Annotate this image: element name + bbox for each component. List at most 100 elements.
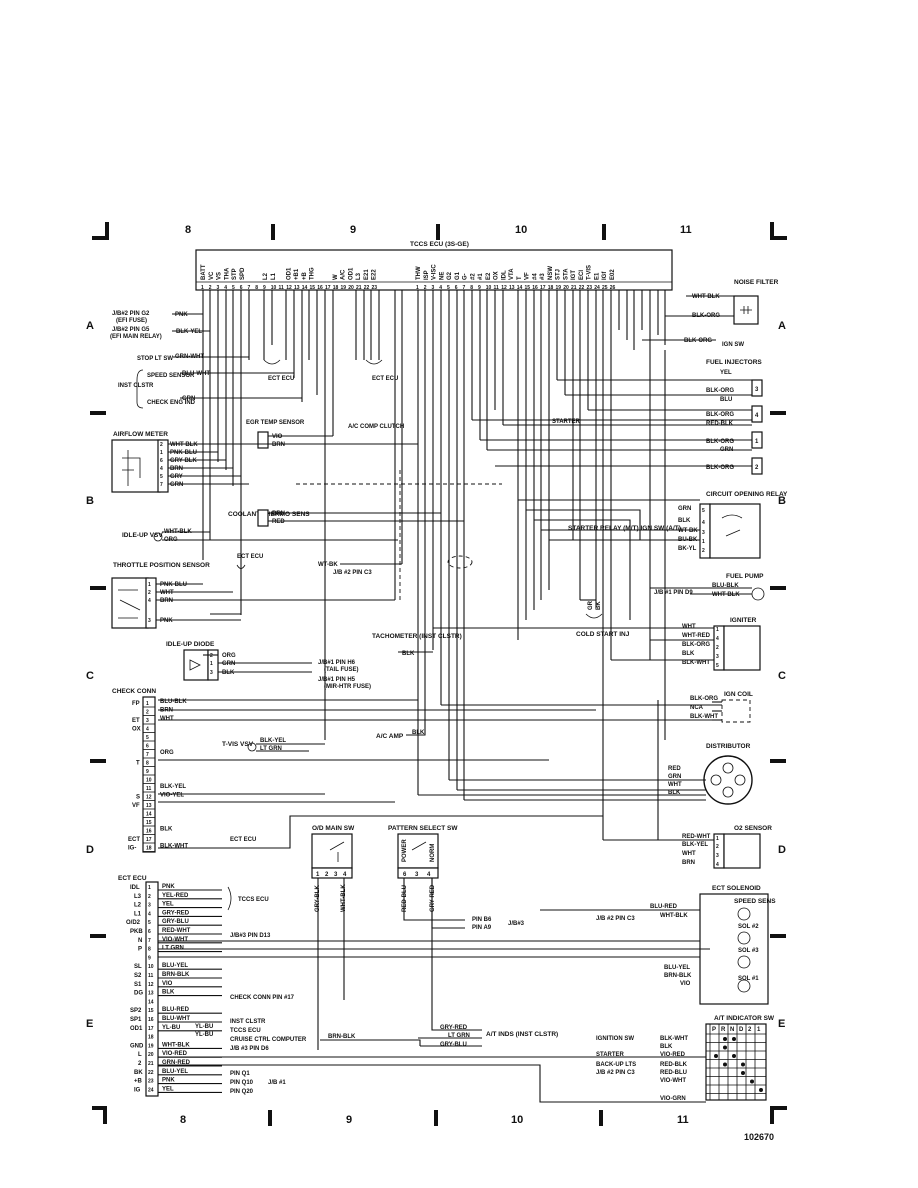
ect-tccs-ecu2: TCCS ECU	[230, 1028, 261, 1034]
ign-sw-label: IGN SW	[722, 342, 744, 348]
ect-pin-q20: PIN Q20	[230, 1089, 254, 1095]
dist-wire-label: WHT	[668, 782, 682, 788]
grid-col-10: 10	[515, 224, 527, 236]
ect-pin: 23	[148, 1079, 154, 1085]
ect-pin: 16	[148, 1017, 154, 1023]
at-ind-wire-2: LT GRN	[448, 1033, 470, 1039]
wire-blu-wht-label: BLU-WHT	[182, 371, 210, 377]
diode-target-2: (TAIL FUSE)	[324, 667, 358, 673]
sol-3: SOL #3	[738, 948, 759, 954]
ect-yl-bu-2: YL-BU	[195, 1032, 213, 1038]
ect-row-label: N	[138, 938, 142, 944]
diode-target-3: J/B#1 PIN H5	[318, 677, 356, 683]
check-conn-wire: VIO-YEL	[160, 793, 184, 799]
ecu-pin-label-a: OD1	[348, 267, 354, 280]
wt-bk-label: WT-BK	[318, 562, 338, 568]
ecu-pin-number-a: 14	[302, 285, 308, 291]
ecu-pin-number-b: 20	[563, 285, 569, 291]
ecu-pin-label-a: E22	[372, 269, 378, 280]
check-conn-pin: 14	[146, 812, 152, 818]
ind-col-label: P	[712, 1027, 716, 1033]
o2-wire-label: RED-WHT	[682, 834, 711, 840]
ac-clutch-label: A/C COMP CLUTCH	[348, 424, 404, 430]
stop-lt-sw-label: STOP LT SW	[137, 356, 173, 362]
od-pin: 2	[325, 872, 329, 878]
ecu-pin-label-a: E21	[364, 269, 370, 280]
ect-pin: 10	[148, 964, 154, 970]
diode-pin: 3	[210, 670, 213, 676]
ecu-pin-label-a: BATT	[201, 264, 207, 280]
noise-filter-title: NOISE FILTER	[734, 279, 779, 286]
relay-wire-label: WT-BK	[678, 528, 698, 534]
coolant-thermo-sensor: COOLANT THERMO SENS BRN RED	[228, 509, 464, 527]
o2-pin: 4	[716, 862, 719, 868]
sol-1: SOL #1	[738, 976, 759, 982]
coolant-wire-brn: BRN	[272, 511, 285, 517]
ind-row-label: J/B #2 PIN C3	[596, 1070, 635, 1076]
relay-wire-label: BK-YL	[678, 546, 697, 552]
ect-pin: 19	[148, 1043, 154, 1049]
ect-pin-q10: PIN Q10	[230, 1080, 254, 1086]
ind-row-label: IGNITION SW	[596, 1036, 634, 1042]
diode-wire-label: BLK	[222, 670, 235, 676]
ect-wire-label: YEL	[162, 1086, 174, 1092]
nf-wht-blk: WHT-BLK	[692, 294, 720, 300]
left-top-labels: J/B#2 PIN G2 (EFI FUSE) J/B#2 PIN G5 (EF…	[110, 311, 418, 449]
afm-wire-label: GRN	[170, 482, 183, 488]
check-conn-pin: 1	[146, 701, 149, 707]
coil-wire-label: NCA	[690, 705, 704, 711]
ect-cruise: CRUISE CTRL COMPUTER	[230, 1037, 307, 1043]
inj-wire-label: BLK-ORG	[706, 439, 734, 445]
o2-wire-label: BLK-YEL	[682, 842, 708, 848]
ect-pin: 20	[148, 1052, 154, 1058]
afm-pin: 1	[160, 450, 163, 456]
egr-temp-label: EGR TEMP SENSOR	[246, 420, 305, 426]
ecu-pin-label-b: #1	[478, 273, 484, 280]
ect-row-label: IDL	[130, 885, 140, 891]
inj-wire-label: BLU	[720, 397, 732, 403]
grid-row-c-right: C	[778, 670, 786, 682]
ind-row-label: STARTER	[596, 1052, 625, 1058]
ecu-pin-label-a: L3	[356, 272, 362, 280]
ecu-pin-number-b: 15	[525, 285, 531, 291]
afm-pin: 2	[160, 442, 163, 448]
grid-row-e-right: E	[778, 1018, 785, 1030]
ect-row-label: SP2	[130, 1008, 142, 1014]
ecu-pin-number-b: 26	[610, 285, 616, 291]
ect-pin: 12	[148, 982, 154, 988]
ect-pin: 21	[148, 1061, 154, 1067]
ecu-pin-number-a: 23	[372, 285, 378, 291]
cold-start-inj: GR BK COLD START INJ	[576, 600, 630, 638]
ect-ecu-label-2: ECT ECU	[372, 376, 398, 382]
ect-pin: 9	[148, 955, 151, 961]
sol-wire-label: BLU-YEL	[664, 965, 690, 971]
ecu-pin-label-b: IGT	[571, 270, 577, 280]
afm-pin: 5	[160, 474, 163, 480]
check-conn-pin: 9	[146, 769, 149, 775]
ecu-pin-number-a: 22	[364, 285, 370, 291]
ect-pin: 22	[148, 1070, 154, 1076]
relay-pin: 2	[702, 548, 705, 554]
ecu-pin-number-a: 17	[325, 285, 331, 291]
ecu-connector	[195, 249, 673, 291]
ecu-pin-label-b: #4	[532, 273, 538, 280]
inj-pin-1: 1	[755, 439, 759, 445]
relay-wire-label: GRN	[678, 506, 691, 512]
ect-pin: 11	[148, 973, 154, 979]
ect-pin: 7	[148, 938, 151, 944]
o2-pin: 1	[716, 836, 719, 842]
ecu-pin-label-a: L1	[271, 272, 277, 280]
igniter-wire-label: BLK-WHT	[682, 660, 710, 666]
coolant-wire-red: RED	[272, 519, 285, 525]
ecu-pin-label-b: T-VIS	[587, 265, 593, 280]
ind-contact-dot	[750, 1079, 754, 1084]
ect-row-label: S2	[134, 973, 142, 979]
dist-wire-label: RED	[668, 766, 681, 772]
ecu-pin-label-b: T	[517, 276, 523, 280]
o2-sensor-title: O2 SENSOR	[734, 825, 772, 832]
ecu-pin-number-b: 8	[470, 285, 473, 291]
check-conn-wire: WHT	[160, 716, 174, 722]
